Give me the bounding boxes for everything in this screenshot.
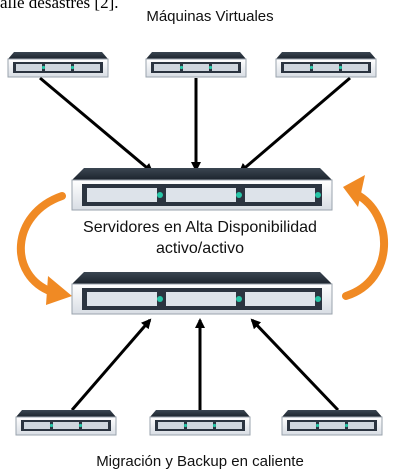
right-orange-curve-arrow	[342, 190, 389, 300]
arrow-right-up	[250, 318, 340, 412]
ha-server-icon-primary	[71, 168, 333, 211]
clipped-header-text: alle desastres [2].	[0, 0, 119, 11]
vm-server-icon-2	[145, 52, 247, 78]
backup-server-icon-1	[15, 410, 117, 436]
backup-server-icon-3	[281, 410, 383, 436]
arrow-left-up	[70, 318, 152, 411]
ha-server-icon-secondary	[71, 272, 333, 315]
arrows-backup-to-ha	[70, 318, 340, 412]
vm-server-icon-1	[7, 52, 109, 78]
ha-servers-label: Servidores en Alta Disponibilidad	[83, 219, 317, 236]
failover-arrows	[16, 175, 389, 305]
arrow-right-down	[238, 76, 351, 174]
migration-backup-label: Migración y Backup en caliente	[96, 453, 304, 470]
backup-server-icon-2	[149, 410, 251, 436]
ha-servers-mode-label: activo/activo	[155, 240, 245, 257]
left-orange-curve-arrow	[16, 192, 66, 296]
arrows-vm-to-ha	[39, 76, 351, 174]
virtual-machines-label: Máquinas Virtuales	[146, 8, 274, 25]
right-orange-arrowhead-icon	[343, 175, 365, 207]
arrow-left-down	[39, 76, 154, 174]
left-orange-arrowhead-icon	[46, 276, 72, 305]
vm-server-icon-3	[275, 52, 377, 78]
